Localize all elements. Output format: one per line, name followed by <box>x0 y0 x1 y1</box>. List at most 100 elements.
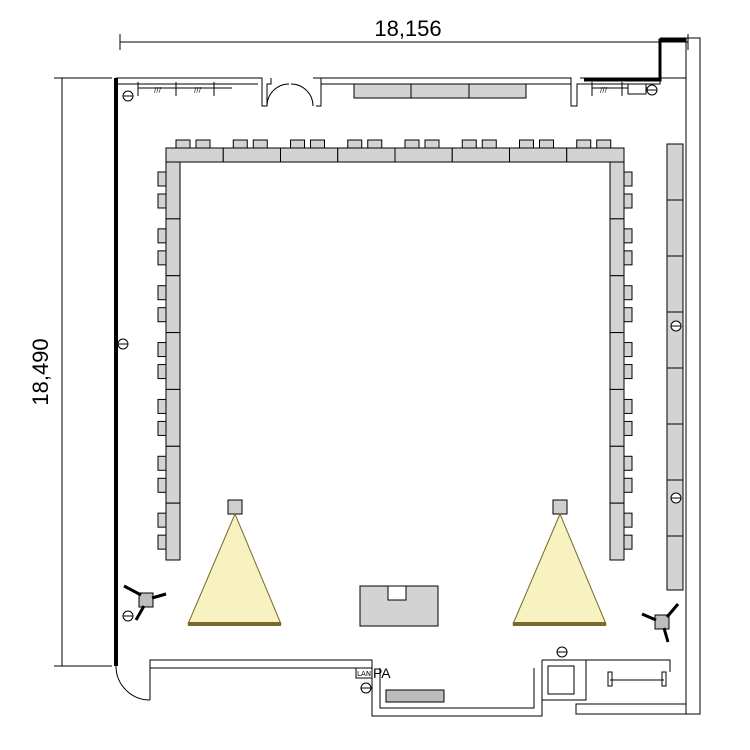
table <box>509 147 568 163</box>
outlet-icon <box>117 338 129 350</box>
projection-screen <box>188 622 281 626</box>
outlet-icon <box>670 492 682 504</box>
table <box>394 147 453 163</box>
outlet-icon <box>360 682 372 694</box>
chair <box>157 534 167 550</box>
projector-icon <box>227 499 243 515</box>
table <box>165 161 181 220</box>
chair <box>157 398 167 414</box>
right-table-column <box>609 161 633 561</box>
chair <box>157 228 167 244</box>
top-right-wall <box>584 38 686 82</box>
projector-right <box>512 499 607 626</box>
chair <box>596 139 612 149</box>
chair <box>252 139 268 149</box>
table <box>165 502 181 561</box>
projector-icon <box>552 499 568 515</box>
width-dimension <box>119 34 689 50</box>
table <box>280 147 339 163</box>
top-table-row <box>165 139 625 163</box>
outlet-icon <box>122 90 134 102</box>
height-dimension-label: 18,490 <box>28 338 53 405</box>
chair <box>157 342 167 358</box>
door-icon[interactable] <box>266 83 314 107</box>
outlet-icon <box>646 84 658 96</box>
table <box>165 218 181 277</box>
lan-box <box>355 667 373 679</box>
left-wall <box>114 78 118 666</box>
chair <box>623 285 633 301</box>
chair <box>519 139 534 149</box>
chair <box>623 193 633 209</box>
lan-label: LAN <box>357 670 371 678</box>
table <box>337 147 396 163</box>
door-icon[interactable] <box>115 665 151 701</box>
table <box>609 161 625 220</box>
right-wall-board <box>666 143 684 591</box>
table <box>609 445 625 504</box>
chair <box>157 193 167 209</box>
window-marks <box>137 82 652 96</box>
chair <box>290 139 305 149</box>
chair <box>623 398 633 414</box>
chair <box>576 139 592 149</box>
svg-text:///: /// <box>194 86 202 94</box>
chair <box>623 477 633 493</box>
width-dimension-label: 18,156 <box>374 16 441 41</box>
chair <box>623 228 633 244</box>
table <box>609 275 625 334</box>
bottom-counter <box>385 689 445 703</box>
coat-rack <box>607 671 667 687</box>
svg-text:///: /// <box>154 86 162 94</box>
chair <box>157 285 167 301</box>
hatch-marks: /// /// /// <box>154 86 608 94</box>
left-table-column <box>157 161 181 561</box>
table <box>165 147 224 163</box>
projection-screen <box>513 622 606 626</box>
chair <box>367 139 383 149</box>
chair <box>623 512 633 528</box>
table <box>222 147 281 163</box>
svg-text:///: /// <box>600 86 608 94</box>
table <box>165 388 181 447</box>
chair <box>623 250 633 266</box>
chair <box>623 420 633 436</box>
table <box>566 147 625 163</box>
switch-box <box>627 83 647 95</box>
chair <box>623 342 633 358</box>
chair <box>157 420 167 436</box>
table <box>165 332 181 390</box>
chair <box>539 139 554 149</box>
floor-column <box>547 665 575 695</box>
lectern <box>359 585 439 627</box>
outlet-icon <box>122 610 134 622</box>
chair <box>424 139 440 149</box>
table <box>609 502 625 561</box>
table <box>451 147 510 163</box>
chair <box>157 455 167 471</box>
chair <box>404 139 420 149</box>
chair <box>347 139 363 149</box>
chair <box>157 250 167 266</box>
table <box>165 275 181 334</box>
table <box>165 445 181 504</box>
chair <box>481 139 497 149</box>
chair <box>157 477 167 493</box>
walls <box>116 37 701 717</box>
outlet-icon <box>670 320 682 332</box>
chair <box>623 534 633 550</box>
outlet-icon <box>556 646 568 658</box>
top-wall-board <box>353 83 527 99</box>
chair <box>461 139 477 149</box>
chair <box>157 171 167 187</box>
table <box>609 218 625 277</box>
chair <box>195 139 211 149</box>
table <box>609 388 625 447</box>
projector-left <box>187 499 282 626</box>
chair <box>232 139 248 149</box>
table <box>609 332 625 390</box>
chair <box>623 171 633 187</box>
chair <box>623 307 633 323</box>
chair <box>157 512 167 528</box>
